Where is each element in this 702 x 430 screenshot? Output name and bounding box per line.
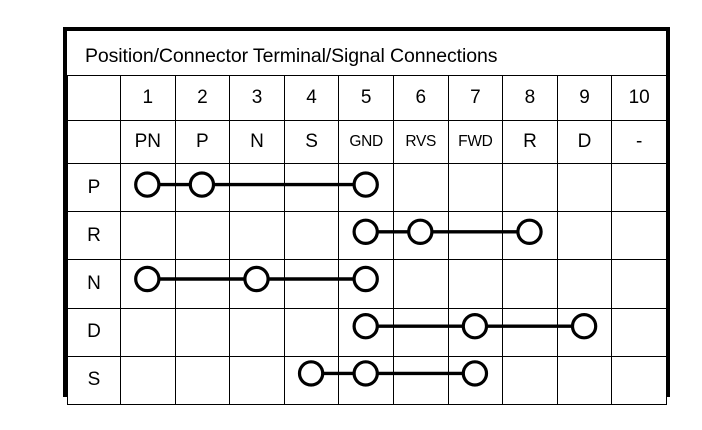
cell-R-1 xyxy=(120,211,176,261)
cell-N-9 xyxy=(556,259,613,309)
cell-D-2 xyxy=(174,307,231,357)
cell-R-5 xyxy=(338,211,394,261)
cell-S-9 xyxy=(556,355,613,405)
cell-P-5 xyxy=(338,162,394,213)
cell-S-1 xyxy=(120,355,176,405)
cell-R-2 xyxy=(174,211,231,261)
cell-S-3 xyxy=(229,355,285,405)
cell-R-8 xyxy=(502,211,558,261)
cell-S-6 xyxy=(392,355,449,405)
cell-D-9 xyxy=(556,307,613,357)
terminal-number-9: 9 xyxy=(556,75,613,121)
cell-R-10 xyxy=(611,211,667,261)
cell-N-8 xyxy=(502,259,558,309)
cell-D-10 xyxy=(611,307,667,357)
terminal-number-3: 3 xyxy=(229,75,285,121)
cell-R-6 xyxy=(392,211,449,261)
cell-N-1 xyxy=(120,259,176,309)
position-label-D: D xyxy=(67,307,121,357)
table-row: N xyxy=(67,259,667,309)
cell-R-7 xyxy=(447,211,504,261)
cell-D-6 xyxy=(392,307,449,357)
terminal-number-2: 2 xyxy=(174,75,231,121)
signal-name-10: - xyxy=(611,120,667,164)
cell-R-3 xyxy=(229,211,285,261)
cell-D-5 xyxy=(338,307,394,357)
cell-P-8 xyxy=(502,162,558,213)
cell-P-1 xyxy=(120,162,176,213)
signal-name-6: RVS xyxy=(392,120,449,164)
terminal-number-6: 6 xyxy=(392,75,449,121)
cell-S-2 xyxy=(174,355,231,405)
signal-name-3: N xyxy=(229,120,285,164)
terminal-number-5: 5 xyxy=(338,75,394,121)
cell-S-10 xyxy=(611,355,667,405)
page-title: Position/Connector Terminal/Signal Conne… xyxy=(85,45,498,67)
terminal-number-1: 1 xyxy=(120,75,176,121)
position-label-R: R xyxy=(67,211,121,261)
cell-D-8 xyxy=(502,307,558,357)
cell-S-4 xyxy=(283,355,340,405)
signal-name-5: GND xyxy=(338,120,394,164)
cell-N-4 xyxy=(283,259,340,309)
connection-table-frame: Position/Connector Terminal/Signal Conne… xyxy=(63,27,670,405)
signal-name-2: P xyxy=(174,120,231,164)
cell-N-2 xyxy=(174,259,231,309)
cell-N-3 xyxy=(229,259,285,309)
corner-blank-top xyxy=(67,75,121,121)
cell-P-2 xyxy=(174,162,231,213)
cell-P-3 xyxy=(229,162,285,213)
cell-P-10 xyxy=(611,162,667,213)
cell-P-4 xyxy=(283,162,340,213)
signal-name-9: D xyxy=(556,120,613,164)
signal-name-4: S xyxy=(283,120,340,164)
cell-N-5 xyxy=(338,259,394,309)
cell-S-7 xyxy=(447,355,504,405)
cell-R-4 xyxy=(283,211,340,261)
cell-S-5 xyxy=(338,355,394,405)
table-row: P xyxy=(67,162,667,213)
table-row: R xyxy=(67,211,667,261)
cell-P-7 xyxy=(447,162,504,213)
terminal-number-10: 10 xyxy=(611,75,667,121)
cell-N-10 xyxy=(611,259,667,309)
corner-blank-signal xyxy=(67,120,121,164)
cell-P-9 xyxy=(556,162,613,213)
cell-D-7 xyxy=(447,307,504,357)
signal-name-7: FWD xyxy=(447,120,504,164)
cell-P-6 xyxy=(392,162,449,213)
cell-D-3 xyxy=(229,307,285,357)
table-row: D xyxy=(67,307,667,357)
position-label-S: S xyxy=(67,355,121,405)
position-label-N: N xyxy=(67,259,121,309)
terminal-number-4: 4 xyxy=(283,75,340,121)
cell-D-1 xyxy=(120,307,176,357)
signal-name-1: PN xyxy=(120,120,176,164)
position-label-P: P xyxy=(67,162,121,213)
terminal-number-8: 8 xyxy=(502,75,558,121)
signal-name-8: R xyxy=(502,120,558,164)
terminal-number-7: 7 xyxy=(447,75,504,121)
cell-N-6 xyxy=(392,259,449,309)
cell-R-9 xyxy=(556,211,613,261)
table-row: S xyxy=(67,355,667,405)
cell-S-8 xyxy=(502,355,558,405)
cell-N-7 xyxy=(447,259,504,309)
cell-D-4 xyxy=(283,307,340,357)
